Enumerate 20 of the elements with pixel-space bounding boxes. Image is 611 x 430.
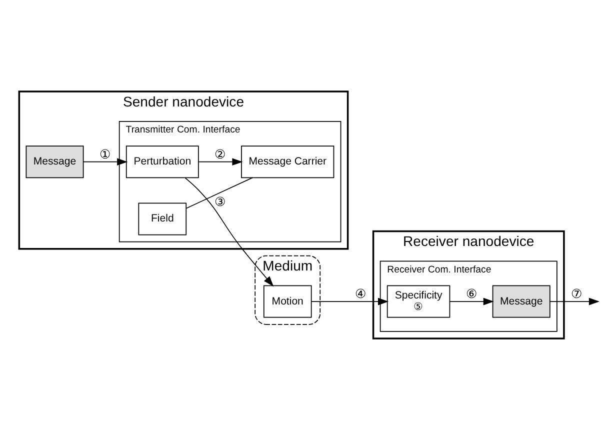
- node-box: Specificity ⑤: [386, 285, 450, 318]
- edge-label: ②: [214, 148, 226, 162]
- node-box: Field: [138, 202, 187, 236]
- arrow: [550, 298, 600, 306]
- arrow: [184, 178, 274, 287]
- edge-label: ⑥: [466, 287, 477, 302]
- node-box: Message Carrier: [241, 146, 334, 178]
- edge-label: ③: [214, 194, 226, 209]
- edge-label: ①: [99, 148, 110, 162]
- node-box: Message: [26, 146, 84, 178]
- node-box: Motion: [263, 285, 312, 318]
- connector: [186, 177, 253, 209]
- arrow: [198, 158, 243, 166]
- node-box: Perturbation: [126, 146, 199, 178]
- edge-label: ④: [355, 287, 366, 302]
- edge-label: ⑦: [571, 287, 582, 302]
- arrow: [449, 298, 494, 306]
- node-box: Message: [492, 285, 550, 318]
- arrow: [311, 298, 389, 306]
- arrow: [83, 158, 128, 166]
